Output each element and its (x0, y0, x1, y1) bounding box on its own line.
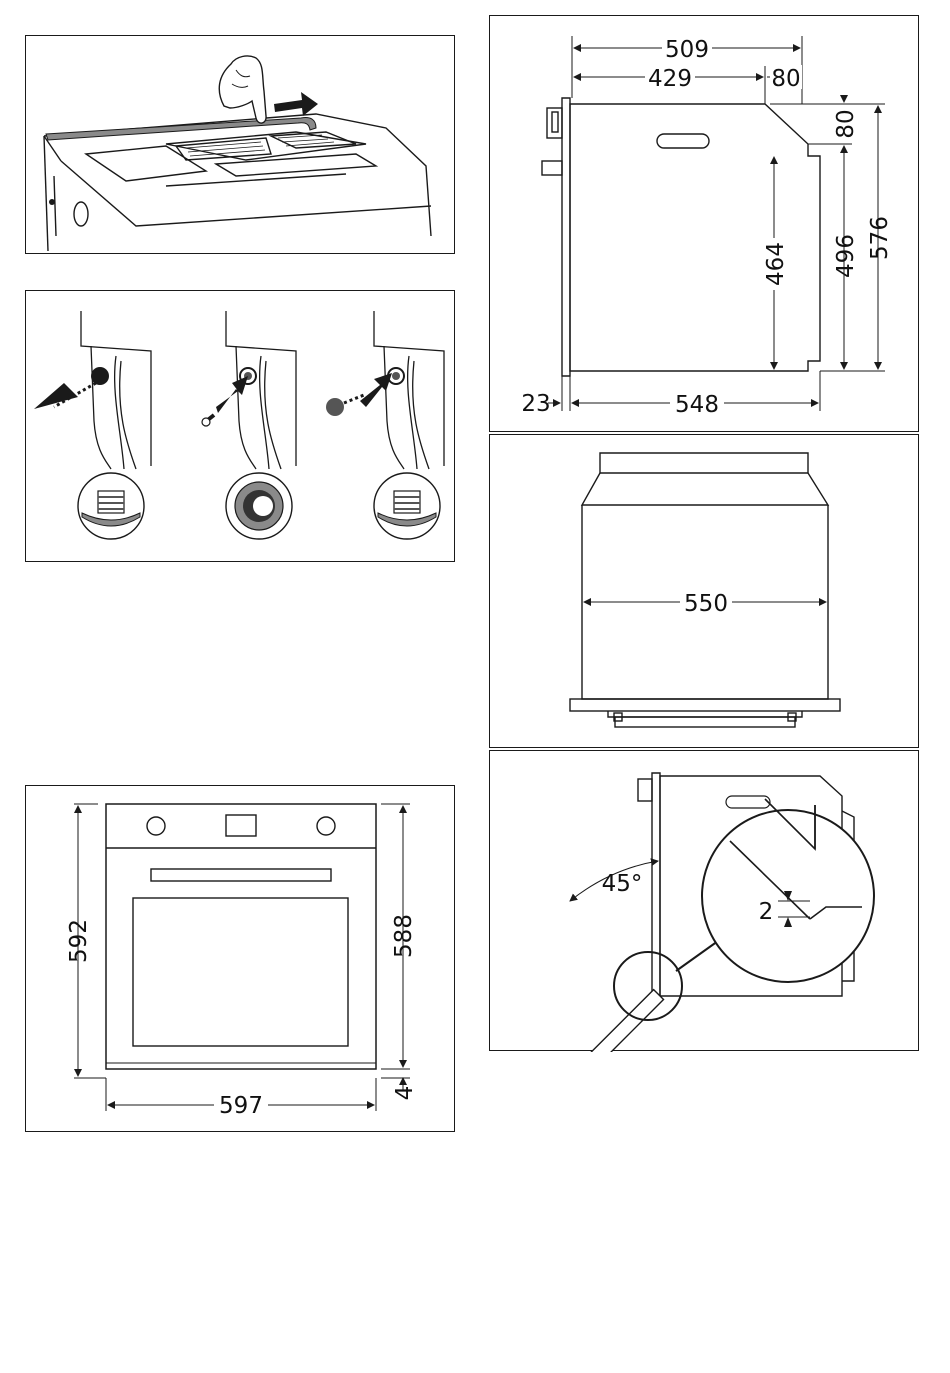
door-window (133, 898, 348, 1046)
panel-side-view: 509 429 80 80 496 576 464 23 548 (489, 15, 919, 432)
dim-angle: 45° (602, 871, 643, 897)
vent-slot (657, 134, 709, 148)
angle-view-drawing: 45° 2 (490, 751, 920, 1052)
dim-height-top-step: 80 (833, 109, 859, 138)
oven-side-outline (542, 98, 820, 376)
refit-arrow-icon (360, 373, 392, 407)
panel-top-view: 550 (489, 434, 919, 748)
dim-height-inner: 464 (763, 242, 789, 286)
dim-width: 550 (684, 591, 728, 617)
oven-knob (74, 202, 88, 226)
dim-height-right: 588 (391, 914, 417, 958)
knob-left-icon (147, 817, 165, 835)
top-view-drawing: 550 (490, 435, 920, 749)
detail-cap-out (78, 473, 144, 539)
dim-height-total: 576 (867, 216, 893, 260)
display-icon (226, 815, 256, 836)
push-arrow-icon (274, 92, 318, 116)
trim-strip (46, 117, 316, 140)
dim-depth-bottom: 548 (675, 392, 719, 418)
dim-width: 597 (219, 1093, 263, 1119)
front-view-drawing: 592 588 4 597 (26, 786, 456, 1133)
dim-depth-total: 509 (665, 37, 709, 63)
insert-screw-arrow-icon (216, 376, 248, 413)
dim-gap: 2 (759, 899, 774, 925)
panel-angle-view: 45° 2 (489, 750, 919, 1051)
dim-gap-bottom: 4 (392, 1086, 418, 1101)
tilted-door (526, 990, 663, 1052)
detail-screw-hole (226, 473, 292, 539)
detail-zoom-circle (702, 799, 874, 982)
dim-front-offset: 23 (521, 391, 550, 417)
detail-cap-in (374, 473, 440, 539)
panel-trim-strip (25, 35, 455, 254)
panel-screw-caps (25, 290, 455, 562)
dim-height-mid: 496 (833, 234, 859, 278)
dim-depth-body: 429 (648, 66, 692, 92)
hand-icon (219, 56, 266, 123)
side-view-drawing: 509 429 80 80 496 576 464 23 548 (490, 16, 920, 433)
door-handle (151, 869, 331, 881)
oven-front-outline (106, 804, 376, 1069)
trim-strip-illustration (26, 36, 456, 255)
cap-icon (326, 398, 344, 416)
cap-icon (91, 367, 109, 385)
knob-right-icon (317, 817, 335, 835)
screw-caps-illustration (26, 291, 456, 563)
panel-front-view: 592 588 4 597 (25, 785, 455, 1132)
dim-depth-top-step: 80 (771, 66, 800, 92)
dim-height-left: 592 (66, 919, 92, 963)
